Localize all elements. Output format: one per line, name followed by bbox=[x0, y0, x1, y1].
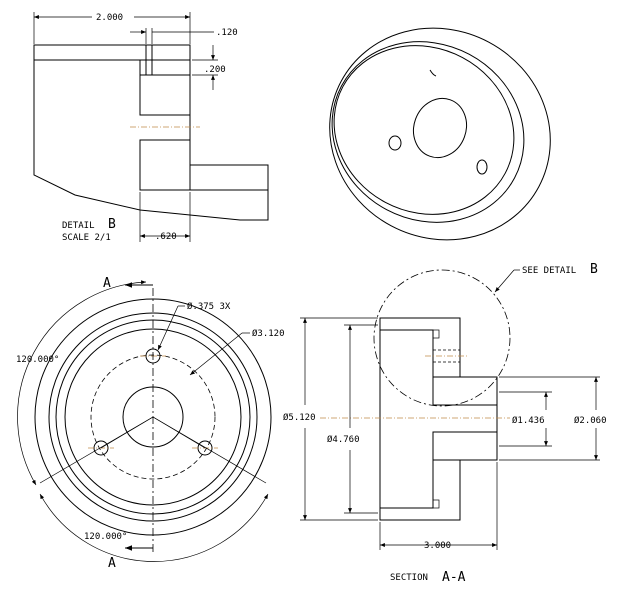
dia-bore: Ø1.436 bbox=[512, 415, 545, 426]
dim-2000: 2.000 bbox=[96, 13, 123, 23]
dia-hub: Ø2.060 bbox=[574, 415, 607, 426]
detail-label: DETAIL bbox=[62, 221, 95, 231]
angle-upper: 120.000° bbox=[16, 355, 59, 365]
front-view bbox=[17, 280, 272, 562]
hole-callout: Ø.375 3X bbox=[187, 301, 231, 312]
dim-200: .200 bbox=[204, 65, 226, 75]
dia-outer: Ø5.120 bbox=[283, 412, 316, 423]
detail-letter: B bbox=[108, 217, 116, 232]
dim-120: .120 bbox=[216, 28, 238, 38]
see-detail-text: SEE DETAIL bbox=[522, 266, 576, 276]
isometric-view bbox=[329, 27, 551, 241]
section-title: SECTION bbox=[390, 573, 428, 583]
angle-lower: 120.000° bbox=[84, 532, 127, 542]
dia-inner: Ø4.760 bbox=[327, 434, 360, 445]
see-detail-letter: B bbox=[590, 262, 598, 277]
bolt-circle-dia: Ø3.120 bbox=[252, 328, 285, 339]
dim-620: .620 bbox=[155, 232, 177, 242]
section-title-letters: A-A bbox=[442, 570, 466, 585]
detail-scale: SCALE 2/1 bbox=[62, 233, 111, 243]
section-letter-bottom: A bbox=[108, 556, 116, 571]
section-letter-top: A bbox=[103, 276, 111, 291]
length-3000: 3.000 bbox=[424, 541, 451, 551]
section-a-a-view bbox=[300, 269, 600, 550]
detail-b-view bbox=[33, 12, 269, 242]
